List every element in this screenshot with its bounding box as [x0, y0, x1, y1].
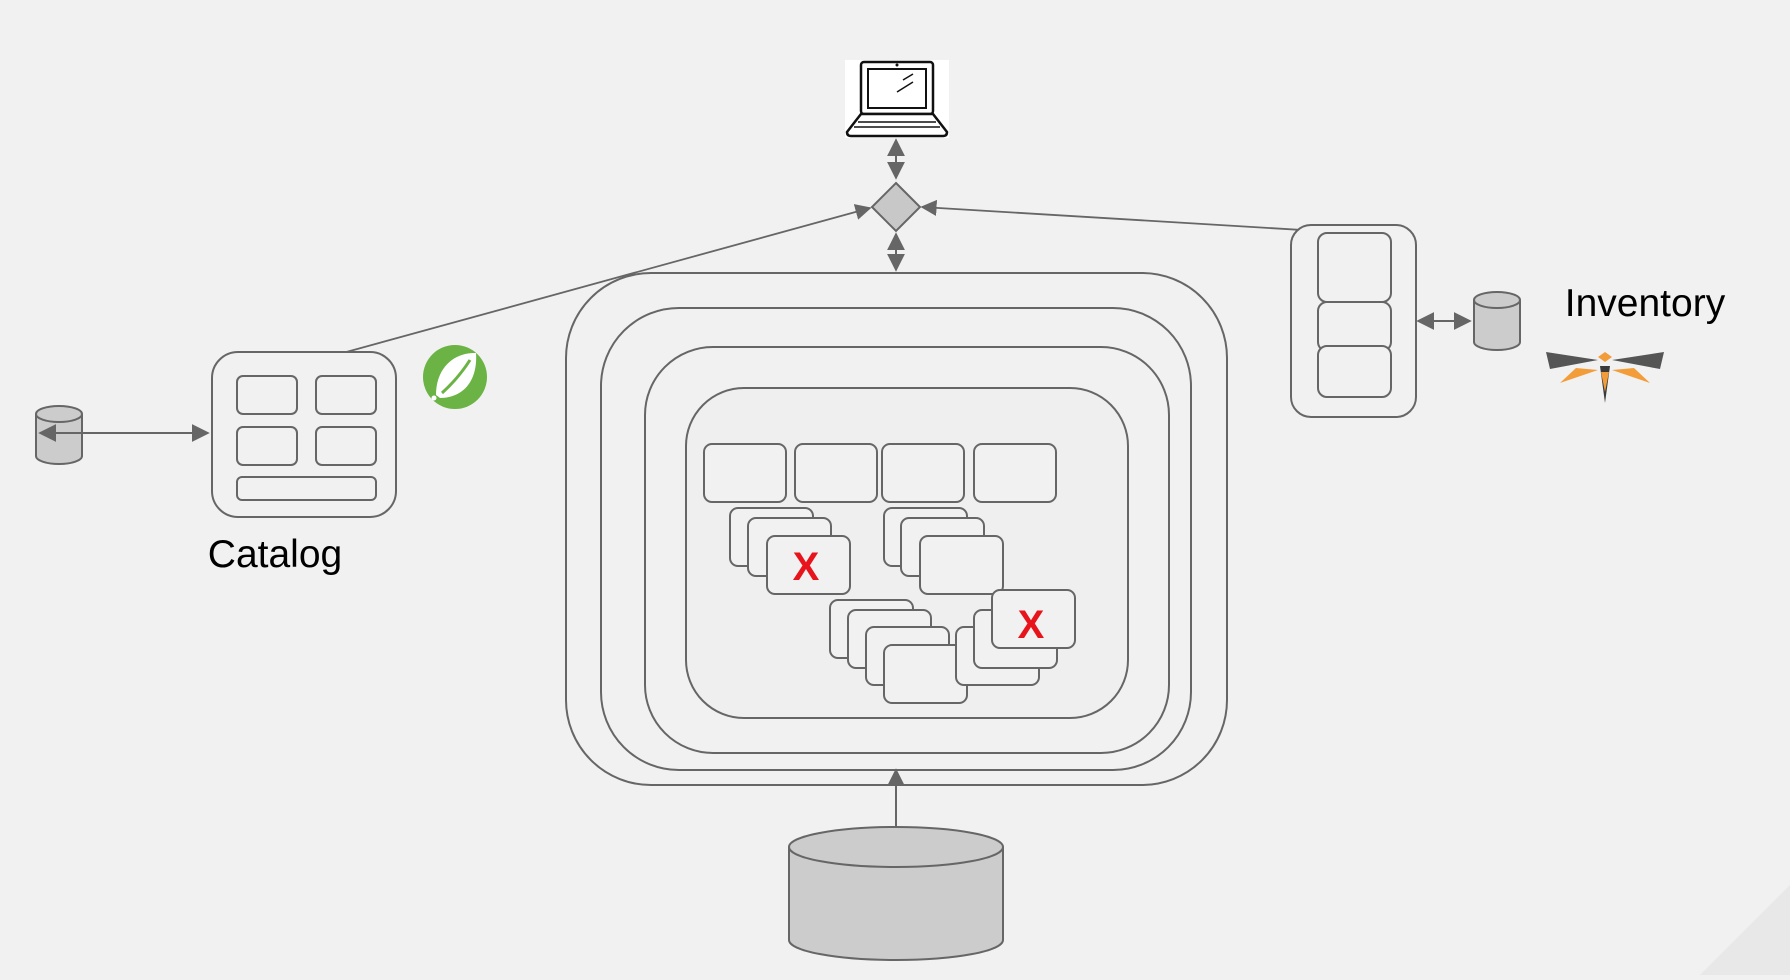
wildfly-logo	[1546, 352, 1664, 403]
gateway-inventory-connector	[920, 199, 1354, 241]
pod-stack-2	[883, 507, 1004, 595]
pod-stack-failed-2: X	[955, 589, 1076, 686]
service-box	[703, 443, 787, 503]
gateway-catalog-connector	[268, 204, 872, 377]
service-box	[794, 443, 878, 503]
laptop-icon	[845, 60, 949, 138]
catalog-service	[211, 351, 397, 518]
failure-x-mark: X	[793, 545, 820, 589]
main-cluster: X X	[565, 272, 1228, 786]
service-box	[973, 443, 1057, 503]
gateway-diamond-icon	[870, 181, 922, 233]
failure-x-mark: X	[1018, 603, 1045, 647]
spring-leaf-logo	[423, 345, 487, 409]
inventory-service	[1290, 224, 1417, 418]
service-box	[881, 443, 965, 503]
inventory-database-icon	[1473, 291, 1521, 351]
pod-stack-3	[829, 599, 968, 704]
corner-decoration	[1700, 885, 1790, 975]
database-cylinder-icon	[788, 826, 1004, 961]
pod-stack-failed-1: X	[729, 507, 851, 595]
inventory-label: Inventory	[1565, 282, 1726, 325]
catalog-label: Catalog	[208, 533, 342, 576]
catalog-database-icon	[35, 405, 83, 465]
